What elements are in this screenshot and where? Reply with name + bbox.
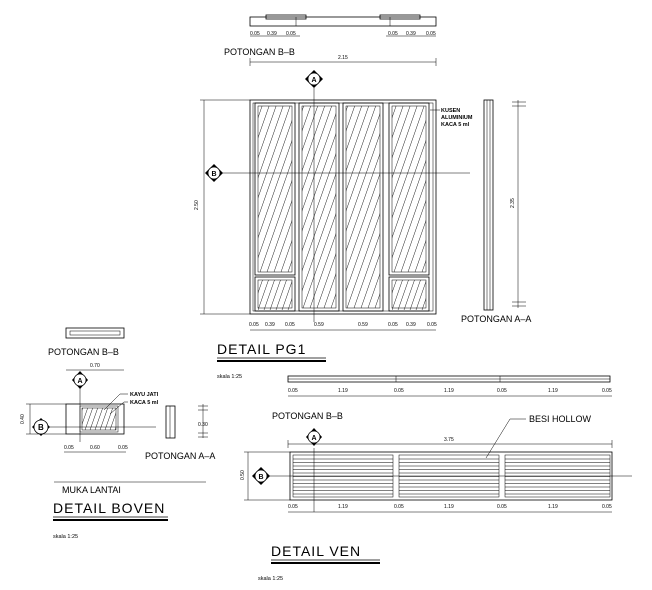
ven-top-dim-2: 1.19 [338,388,348,394]
boven-width: 0.70 [90,363,100,369]
pg1-section-bb-drawing [249,14,437,37]
ven-bottom-dim-7: 0.05 [602,504,612,510]
svg-text:A: A [312,435,317,442]
ven-top-dim-7: 0.05 [602,388,612,394]
ven-height: 0.50 [240,470,246,480]
boven-side-dim: 0.30 [198,422,208,428]
pg1-bb-dim-3: 0.05 [286,31,296,37]
pg1-bb-dim-5: 0.39 [406,31,416,37]
boven-material-note: KAYU JATI KACA 5 ml [103,392,159,415]
pg1-bottom-dim-1: 0.05 [249,322,259,328]
svg-text:B: B [259,474,264,481]
boven-elevation [42,372,156,442]
boven-section-a-marker: A [72,371,88,389]
ven-top-section-drawing [287,375,611,383]
pg1-side-height: 2.35 [510,198,516,208]
ven-overall-width: 3.75 [444,437,454,443]
pg1-bottom-dim-4: 0.59 [314,322,324,328]
pg1-bottom-dim-5: 0.59 [358,322,368,328]
boven-height: 0.40 [20,414,26,424]
svg-text:A: A [78,378,83,385]
pg1-bottom-dim-3: 0.05 [285,322,295,328]
pg1-bb-dim-6: 0.05 [426,31,436,37]
ven-elevation [262,448,632,512]
boven-bottom-dim-1: 0.05 [64,445,74,451]
ven-bottom-dim-2: 1.19 [338,504,348,510]
boven-section-b-marker: B [32,418,50,436]
ven-section-a-marker: A [306,428,322,446]
svg-text:KACA 5 ml: KACA 5 ml [130,400,159,406]
pg1-bb-dim-1: 0.05 [250,31,260,37]
pg1-title: DETAIL PG1 [217,341,306,357]
boven-scale: skala 1:25 [53,534,78,540]
boven-bottom-dim-2: 0.60 [90,445,100,451]
ven-section-b-marker: B [252,467,270,485]
ven-bottom-dim-4: 1.19 [444,504,454,510]
svg-text:KAYU JATI: KAYU JATI [130,392,159,398]
pg1-bottom-dim-8: 0.05 [427,322,437,328]
detail-pg1: 0.05 0.39 0.05 0.05 0.39 0.05 POTONGAN B… [194,14,531,380]
boven-section-aa-drawing [165,404,208,439]
ven-scale: skala 1:25 [258,576,283,582]
ven-section-bb-label: POTONGAN B–B [272,411,343,421]
boven-section-bb-drawing [65,327,125,339]
ven-top-dim-3: 0.05 [394,388,404,394]
svg-text:BESI HOLLOW: BESI HOLLOW [529,414,592,424]
boven-bottom-dim-3: 0.05 [118,445,128,451]
detail-boven: POTONGAN B–B 0.70 0.40 A B KAYU [20,327,215,540]
pg1-section-b-marker: B [205,164,223,182]
ven-top-dim-5: 0.05 [497,388,507,394]
detail-ven: 0.05 1.19 0.05 1.19 0.05 1.19 0.05 POTON… [240,375,632,582]
svg-text:KACA 5 ml: KACA 5 ml [441,122,470,128]
pg1-overall-height: 2.50 [194,200,200,210]
pg1-material-note: KUSEN ALUMINIUM KACA 5 ml [430,108,473,128]
pg1-overall-width: 2.15 [338,55,348,61]
boven-section-bb-label: POTONGAN B–B [48,347,119,357]
boven-title: DETAIL BOVEN [53,500,165,516]
svg-text:B: B [38,423,44,432]
svg-text:A: A [312,77,317,84]
pg1-bb-dim-2: 0.39 [267,31,277,37]
ven-bottom-dim-1: 0.05 [288,504,298,510]
ven-top-dim-6: 1.19 [548,388,558,394]
pg1-door-elevation [214,88,470,322]
pg1-scale: skala 1:25 [217,374,242,380]
ven-top-dim-4: 1.19 [444,388,454,394]
ven-note: BESI HOLLOW [485,414,592,459]
pg1-bottom-dim-6: 0.05 [388,322,398,328]
ven-title: DETAIL VEN [271,543,361,559]
pg1-bottom-dim-7: 0.39 [406,322,416,328]
pg1-bb-dim-4: 0.05 [388,31,398,37]
pg1-section-bb-label: POTONGAN B–B [224,47,295,57]
boven-section-aa-label: POTONGAN A–A [145,451,215,461]
ven-bottom-dim-5: 0.05 [497,504,507,510]
svg-text:ALUMINIUM: ALUMINIUM [441,115,473,121]
ven-bottom-dim-3: 0.05 [394,504,404,510]
pg1-bottom-dim-2: 0.39 [265,322,275,328]
svg-text:B: B [212,171,217,178]
svg-text:KUSEN: KUSEN [441,108,460,114]
ven-top-dim-1: 0.05 [288,388,298,394]
pg1-section-aa-drawing [483,99,526,311]
boven-floor-label: MUKA LANTAI [62,485,121,495]
pg1-section-a-marker: A [305,70,323,88]
pg1-section-aa-label: POTONGAN A–A [461,314,531,324]
ven-bottom-dim-6: 1.19 [548,504,558,510]
